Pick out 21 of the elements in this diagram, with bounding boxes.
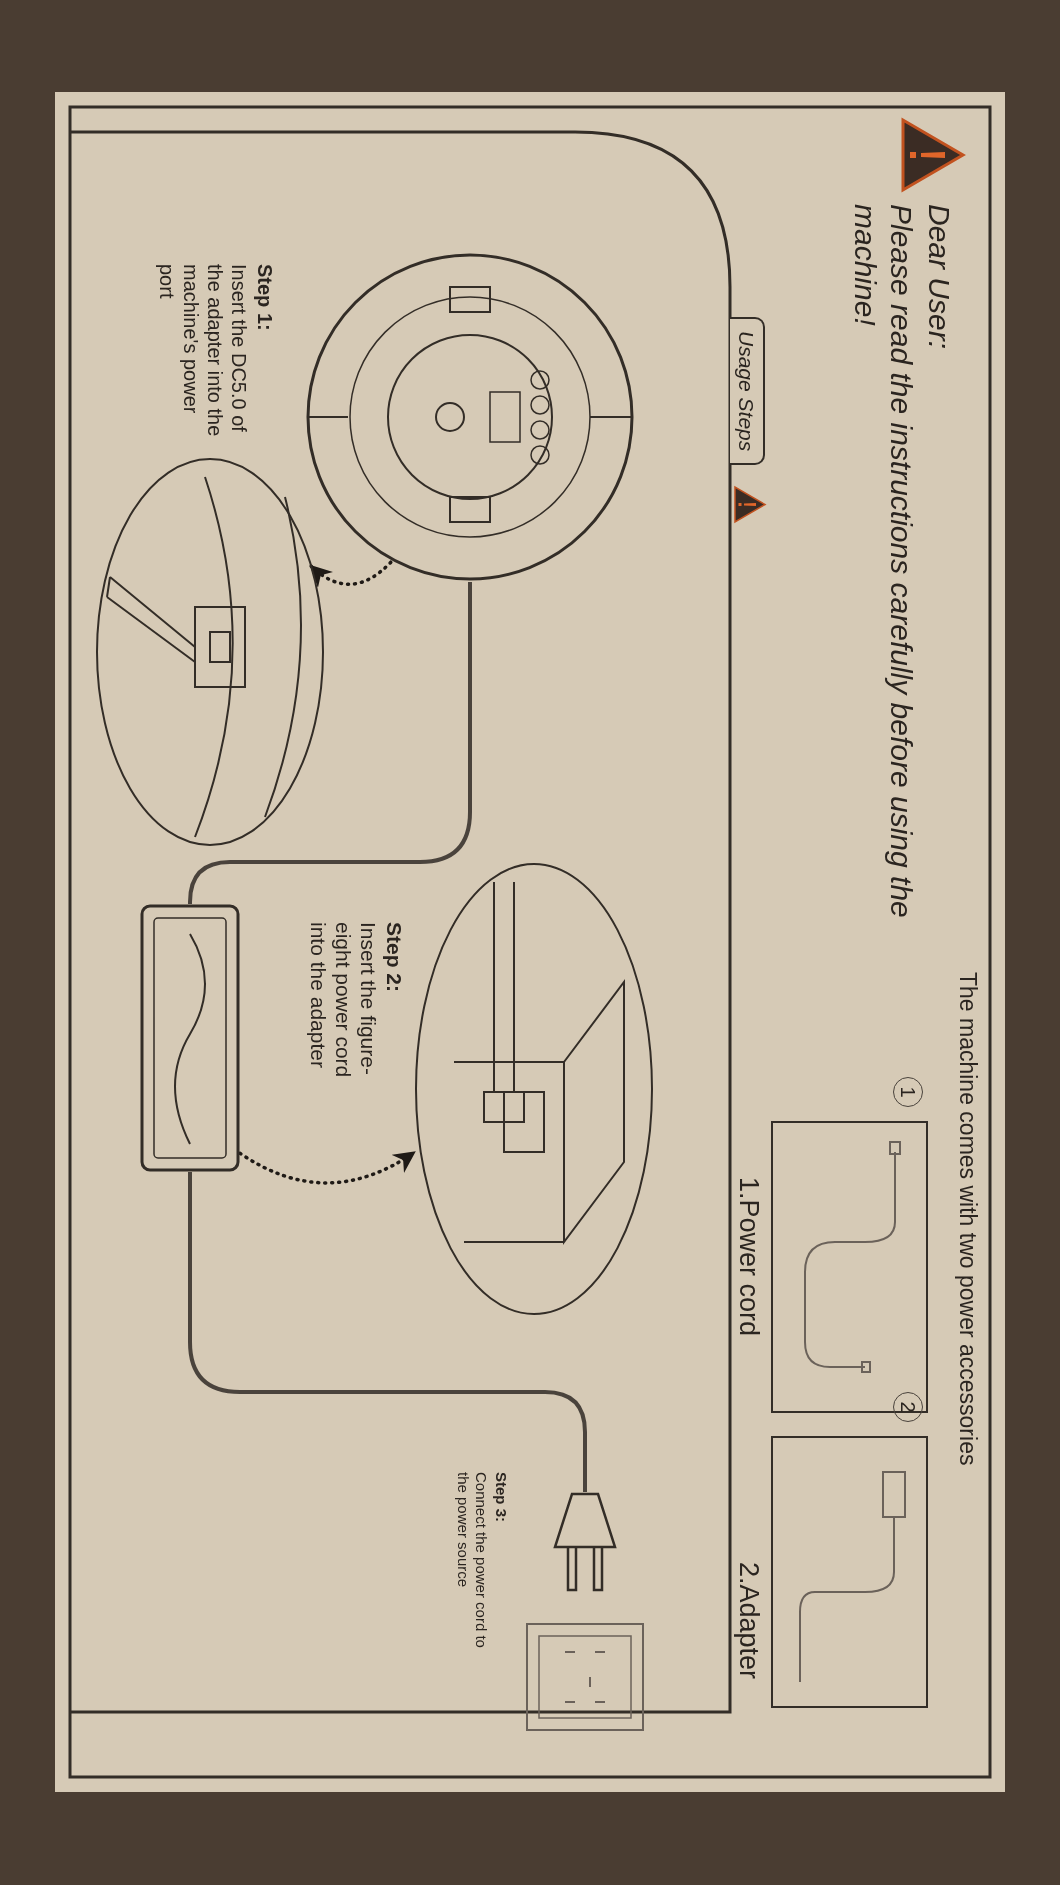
adapter-drawing — [140, 904, 240, 1172]
greeting-text: Dear User: — [922, 204, 957, 352]
step-text: Insert the figure-eight power cord into the adapter — [305, 922, 381, 1080]
item-caption: 2.Adapter — [733, 1562, 765, 1682]
dotted-arrow — [309, 560, 393, 588]
step-text: Connect the power cord to the power source — [454, 1472, 490, 1650]
warning-text: Please read the instructions carefully before using the machine! — [848, 204, 919, 920]
closeup-drawing — [414, 862, 654, 1316]
cable — [188, 1172, 587, 1492]
section-tab: Usage Steps — [729, 317, 765, 466]
step-text: Insert the DC5.0 of the adapter into the machine's power port — [155, 264, 251, 439]
closeup-drawing — [95, 457, 325, 847]
step-heading: Step 2: — [382, 922, 407, 994]
step-heading: Step 3: — [492, 1472, 510, 1524]
dotted-arrow — [238, 1150, 416, 1185]
cable — [188, 582, 472, 905]
intro-text: The machine comes with two power accessories — [954, 972, 981, 1468]
step-heading: Step 1: — [253, 264, 277, 333]
robot-drawing — [305, 252, 635, 582]
item-caption: 1.Power cord — [733, 1177, 765, 1339]
socket-drawing — [525, 1622, 645, 1732]
